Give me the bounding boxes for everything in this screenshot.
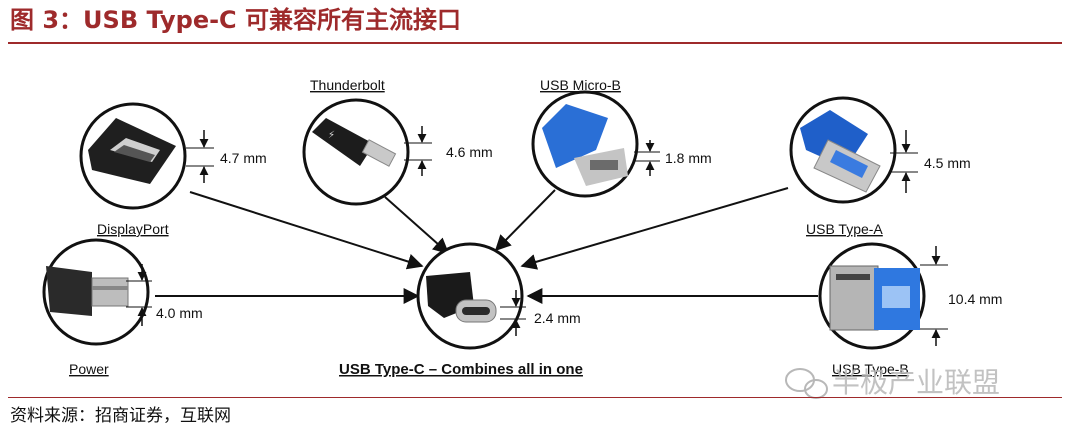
connector-power: Power 4.0 mm [42,238,203,377]
watermark-text: 半极产业联盟 [832,366,1000,399]
arrow-usb-type-a [520,187,789,270]
usb-type-c-dimension: 2.4 mm [534,310,581,326]
usb-type-a-dimension: 4.5 mm [924,155,971,171]
displayport-label: DisplayPort [97,221,169,237]
watermark: 半极产业联盟 [785,366,1000,399]
power-plug-icon [46,266,129,316]
arrows [155,187,818,304]
usb-type-b-label: USB Type-B [832,361,909,377]
connector-usb-type-a: USB Type-A 4.5 mm [789,96,971,237]
title-divider [8,42,1062,44]
connector-usb-type-c: USB Type-C – Combines all in one 2.4 mm [339,242,583,378]
usb-type-b-dimension: 10.4 mm [948,291,1002,307]
connector-usb-type-b: USB Type-B 10.4 mm [818,242,1002,377]
usb-type-a-label: USB Type-A [806,221,883,237]
usb-c-plug-icon [426,272,497,323]
connector-displayport: DisplayPort 4.7 mm [79,102,267,237]
wechat-logo-icon [785,368,828,399]
thunderbolt-plug-icon: ⚡ [312,118,397,167]
svg-text:⚡: ⚡ [328,130,335,141]
displayport-plug-icon [88,118,176,184]
thunderbolt-label: Thunderbolt [310,77,385,93]
micro-b-plug-icon [542,104,628,186]
arrow-thunderbolt [384,196,450,255]
source-divider [8,397,1062,398]
arrow-usb-micro-b [494,189,556,252]
power-label: Power [69,361,109,377]
usb-micro-b-label: USB Micro-B [540,77,621,93]
usb-a-plug-icon [800,110,881,193]
displayport-dimension: 4.7 mm [220,150,267,166]
figure-source: 资料来源：招商证券，互联网 [10,406,231,426]
arrow-displayport [189,191,424,270]
connector-thunderbolt: ⚡ Thunderbolt 4.6 mm [302,77,493,206]
usb-micro-b-dimension: 1.8 mm [665,150,712,166]
figure-title: 图 3：USB Type-C 可兼容所有主流接口 [10,6,462,34]
usb-b-plug-icon [829,265,920,331]
power-dimension: 4.0 mm [156,305,203,321]
thunderbolt-dimension: 4.6 mm [446,144,493,160]
connector-usb-micro-b: USB Micro-B 1.8 mm [531,77,712,198]
usb-type-c-label: USB Type-C – Combines all in one [339,361,583,378]
